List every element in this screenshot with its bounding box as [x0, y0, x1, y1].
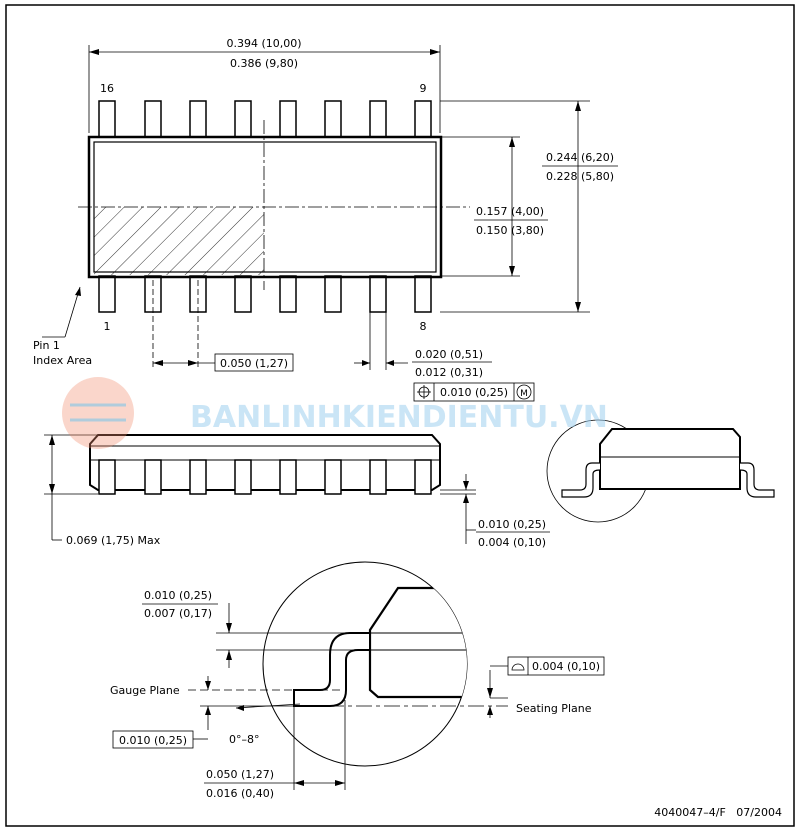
lead: [279, 275, 297, 313]
detail-view: 0.010 (0,25) 0.007 (0,17) Gauge Plane 0.…: [110, 561, 605, 800]
pin-8-label: 8: [420, 320, 427, 333]
lead-thickness-min-label: 0.007 (0,17): [144, 607, 212, 620]
standoff-max-label: 0.010 (0,25): [478, 518, 546, 531]
side-lead: [414, 459, 432, 495]
lead: [369, 100, 387, 138]
side-lead: [234, 459, 252, 495]
pin-1-label: 1: [104, 320, 111, 333]
end-view: [546, 419, 775, 523]
pin-9-label: 9: [420, 82, 427, 95]
detail-body: [368, 586, 467, 699]
drawing-frame: [5, 4, 795, 827]
lead-width-max-label: 0.020 (0,51): [415, 348, 483, 361]
lead: [234, 100, 252, 138]
mmc-modifier-icon: [516, 384, 532, 400]
top-view: 0.394 (10,00) 0.386 (9,80) 16 9 1 8 0.24…: [33, 37, 618, 402]
total-width-max-label: 0.244 (6,20): [546, 151, 614, 164]
width-max-label: 0.394 (10,00): [226, 37, 301, 50]
lead-thickness-max-label: 0.010 (0,25): [144, 589, 212, 602]
pin1-index-hatch: [94, 207, 264, 275]
side-body: [89, 434, 441, 491]
end-view-body: [599, 428, 741, 490]
lead: [144, 100, 162, 138]
top-leads: [98, 100, 432, 138]
body-width-min-label: 0.150 (3,80): [476, 224, 544, 237]
total-width-min-label: 0.228 (5,80): [546, 170, 614, 183]
side-lead: [144, 459, 162, 495]
watermark-text: BANLINHKIENDIENTU.VN: [190, 400, 608, 435]
side-lead: [324, 459, 342, 495]
lead-width-min-label: 0.012 (0,31): [415, 366, 483, 379]
position-tolerance-label: 0.010 (0,25): [440, 386, 508, 399]
angle-label: 0°–8°: [229, 733, 260, 746]
coplanarity-frame: 0.004 (0,10): [490, 656, 605, 676]
coplanarity-label: 0.004 (0,10): [532, 660, 600, 673]
lead: [324, 100, 342, 138]
side-lead: [189, 459, 207, 495]
width-min-label: 0.386 (9,80): [230, 57, 298, 70]
bottom-leads: [98, 275, 432, 313]
pin1-label-line1: Pin 1: [33, 339, 60, 352]
side-lead: [98, 459, 116, 495]
end-view-lead-right: [739, 462, 775, 498]
pin-16-label: 16: [100, 82, 114, 95]
lead: [369, 275, 387, 313]
foot-length-min-label: 0.016 (0,40): [206, 787, 274, 800]
lead: [279, 100, 297, 138]
lead: [234, 275, 252, 313]
watermark: BANLINHKIENDIENTU.VN: [62, 377, 608, 449]
watermark-logo-icon: [62, 377, 134, 449]
side-view: 0.069 (1,75) Max 0.010 (0,25) 0.004 (0,1…: [44, 434, 550, 549]
pin1-label-line2: Index Area: [33, 354, 92, 367]
profile-symbol-icon: [511, 663, 525, 671]
mmc-modifier-label: M: [520, 389, 528, 399]
body-width-max-label: 0.157 (4,00): [476, 205, 544, 218]
position-tolerance-frame: 0.010 (0,25) M: [413, 382, 535, 402]
lead: [98, 275, 116, 313]
gauge-offset-label: 0.010 (0,25): [119, 734, 187, 747]
height-max-label: 0.069 (1,75) Max: [66, 534, 161, 547]
lead: [98, 100, 116, 138]
end-view-lead-left: [561, 462, 601, 498]
lead: [414, 100, 432, 138]
drawing-number: 4040047–4/F 07/2004: [654, 806, 782, 819]
seating-plane-label: Seating Plane: [516, 702, 592, 715]
foot-length-max-label: 0.050 (1,27): [206, 768, 274, 781]
detail-lead: [293, 632, 371, 707]
side-lead: [279, 459, 297, 495]
side-lead: [369, 459, 387, 495]
lead: [324, 275, 342, 313]
lead: [414, 275, 432, 313]
pitch-label: 0.050 (1,27): [220, 357, 288, 370]
standoff-min-label: 0.004 (0,10): [478, 536, 546, 549]
lead: [189, 100, 207, 138]
gauge-plane-label: Gauge Plane: [110, 684, 180, 697]
